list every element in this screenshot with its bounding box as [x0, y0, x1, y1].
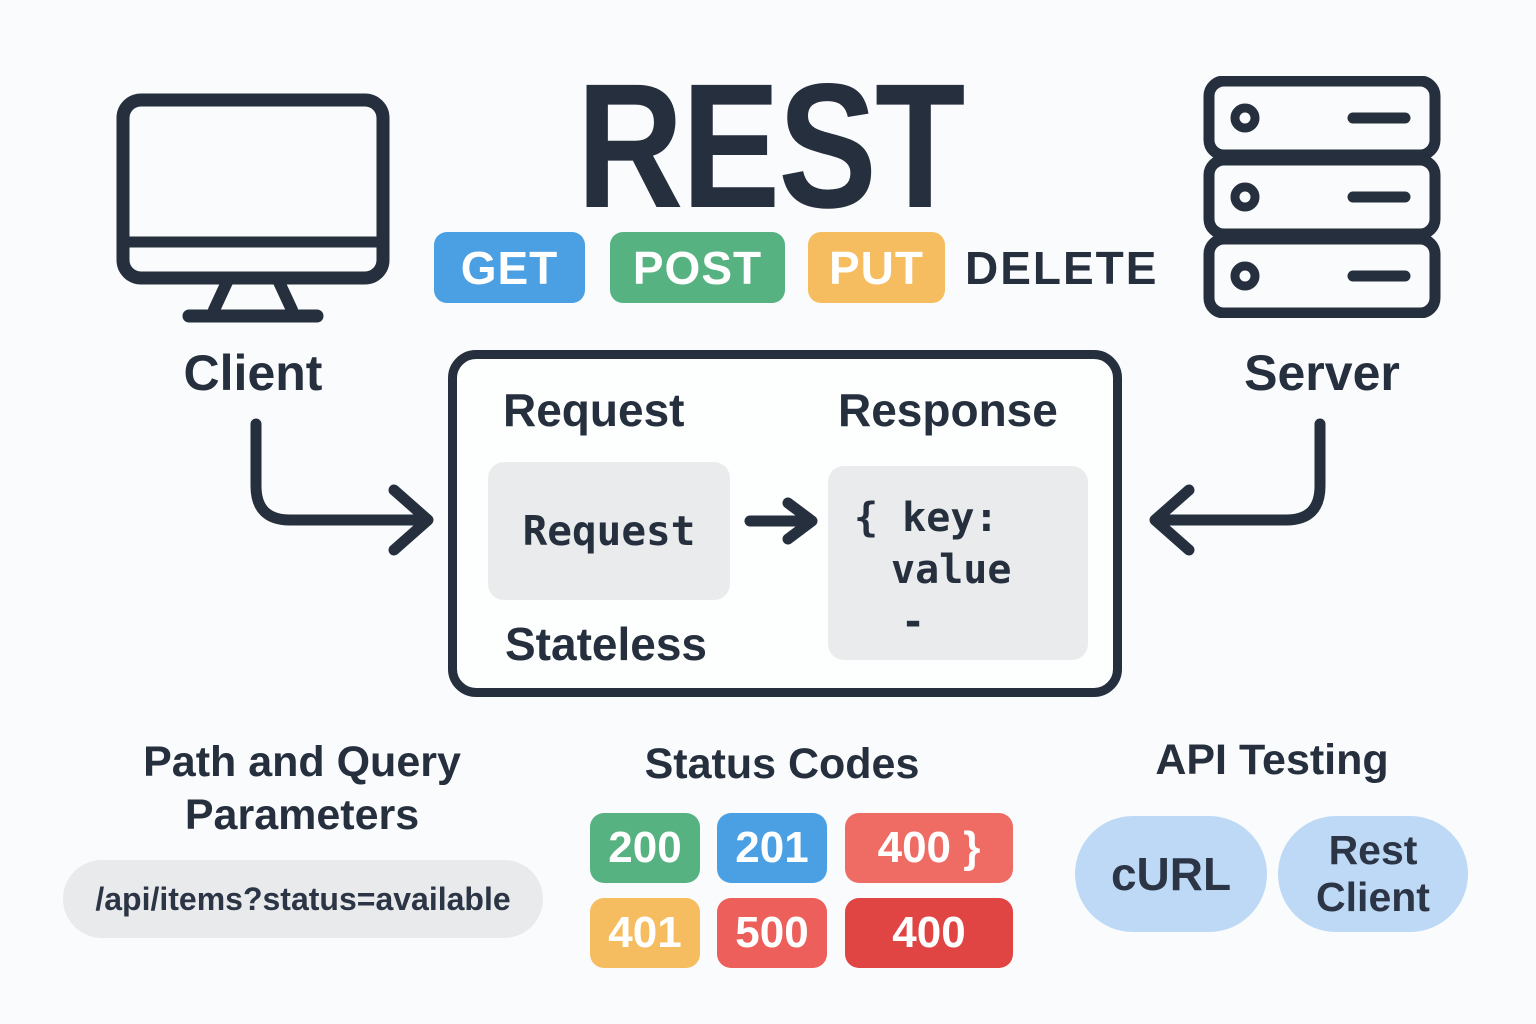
status-badge-400-brace: 400 } [845, 813, 1013, 883]
status-badge-400: 400 [845, 898, 1013, 968]
server-to-box-arrow-icon [1149, 418, 1326, 556]
stateless-label: Stateless [505, 618, 708, 670]
status-badge-500: 500 [717, 898, 827, 968]
client-to-box-arrow-icon [250, 418, 434, 556]
request-response-box: Request Response Request { key: value - … [448, 350, 1122, 697]
curl-tool-pill: cURL [1075, 816, 1267, 932]
server-stack-icon [1203, 76, 1441, 318]
path-query-example-pill: /api/items?status=available [63, 860, 543, 938]
server-label: Server [1244, 345, 1400, 401]
api-testing-title: API Testing [1155, 736, 1389, 784]
request-header: Request [503, 384, 685, 436]
response-json-line: - [901, 599, 926, 645]
response-header: Response [838, 384, 1058, 436]
status-badge-200: 200 [590, 813, 700, 883]
path-query-title-line1: Path and Query [143, 738, 461, 786]
client-monitor-icon [116, 93, 390, 323]
method-badge-put: PUT [808, 232, 945, 303]
status-badge-201: 201 [717, 813, 827, 883]
method-label-delete: DELETE [965, 241, 1159, 294]
response-json-line: { key: [854, 495, 999, 541]
request-chip: Request [488, 462, 730, 600]
status-codes-title: Status Codes [644, 740, 920, 788]
path-query-title-line2: Parameters [184, 791, 420, 839]
page-title: REST [576, 47, 966, 246]
path-query-title: Path and Query Parameters [52, 736, 552, 842]
method-badge-post: POST [610, 232, 785, 303]
request-to-response-arrow-icon [744, 497, 818, 545]
status-badge-401: 401 [590, 898, 700, 968]
response-json-line: value [891, 547, 1012, 593]
method-badge-get: GET [434, 232, 585, 303]
rest-client-tool-pill: Rest Client [1278, 816, 1468, 932]
client-label: Client [183, 345, 323, 401]
response-chip: { key: value - [828, 466, 1088, 660]
